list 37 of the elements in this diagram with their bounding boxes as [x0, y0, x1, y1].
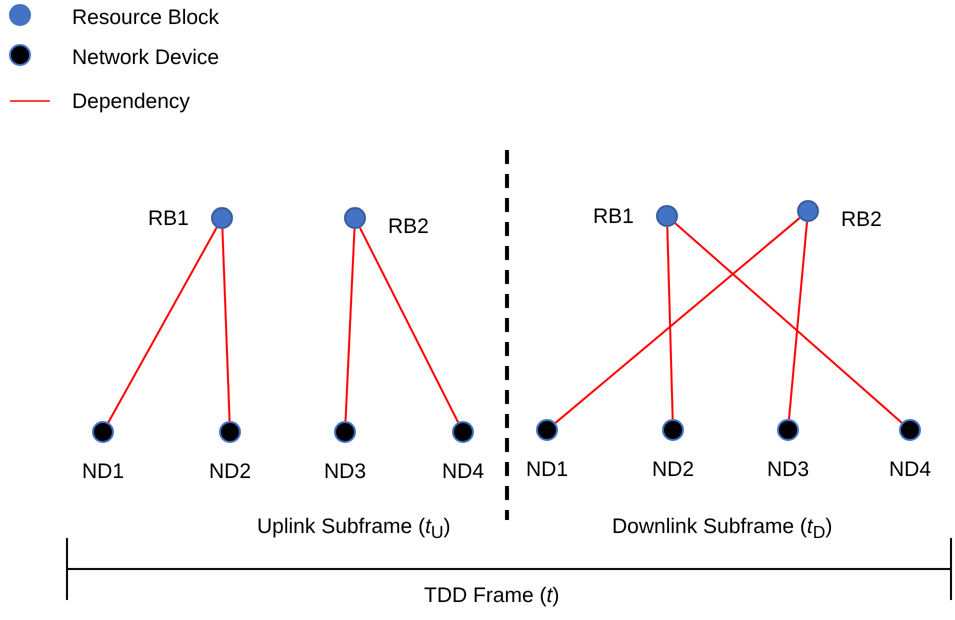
node-label: ND3 — [324, 461, 366, 482]
resource-block-node — [656, 205, 678, 227]
network-device-node — [334, 421, 356, 443]
dependency-line — [107, 227, 218, 423]
node-label: ND1 — [526, 459, 568, 480]
network-device-node — [777, 419, 799, 441]
resource-block-node — [344, 207, 366, 229]
node-label: RB2 — [388, 216, 429, 237]
dependency-line — [554, 217, 800, 424]
network-device-node — [452, 421, 474, 443]
legend-label: Resource Block — [72, 7, 220, 28]
node-label: ND2 — [652, 459, 694, 480]
network-device-node — [899, 419, 921, 441]
node-label: RB1 — [148, 208, 189, 229]
network-device-node — [219, 421, 241, 443]
node-label: ND1 — [82, 461, 124, 482]
node-label: RB1 — [593, 206, 634, 227]
dependency-line — [666, 226, 674, 420]
subframe-label: Downlink Subframe (t$_{D}$) — [612, 516, 832, 542]
network-device-node — [92, 421, 114, 443]
resource-block-node — [211, 207, 233, 229]
dependency-line — [788, 222, 808, 420]
node-label: ND4 — [889, 459, 932, 480]
network-device-node — [662, 419, 684, 441]
subframe-label: Uplink Subframe (t$_{U}$) — [257, 516, 451, 542]
resource-block-node — [797, 200, 819, 222]
node-label: ND3 — [767, 459, 810, 480]
dependency-line — [221, 228, 231, 422]
legend-label: Dependency — [72, 91, 190, 112]
dependency-line — [674, 222, 902, 424]
node-label: ND4 — [442, 461, 484, 482]
legend-label: Network Device — [72, 47, 220, 68]
node-label: ND2 — [209, 461, 252, 482]
dependency-line — [359, 227, 459, 423]
dependency-line — [344, 228, 356, 422]
node-label: RB2 — [841, 209, 882, 230]
network-device-node — [536, 419, 558, 441]
